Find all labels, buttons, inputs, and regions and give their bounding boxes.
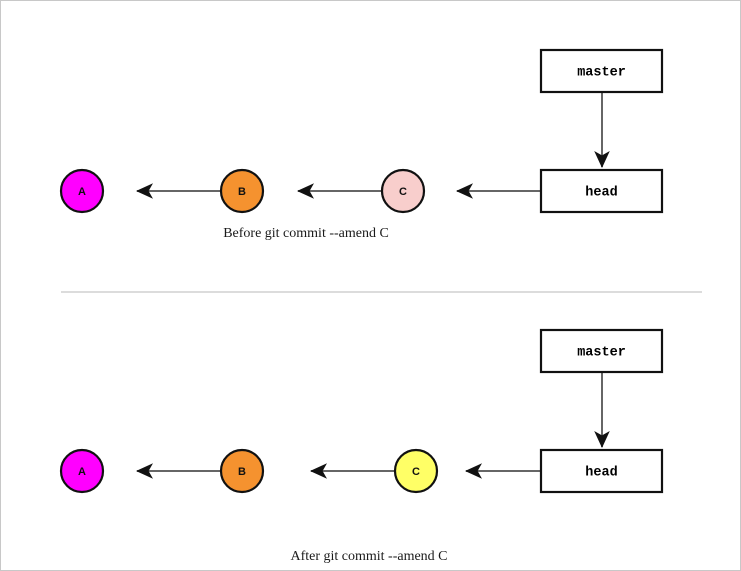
ref-box-head[interactable] bbox=[539, 168, 664, 214]
section-after: A B C master head After git commit --ame… bbox=[59, 328, 664, 564]
commit-node-c[interactable] bbox=[380, 168, 426, 214]
commit-node-c[interactable] bbox=[393, 448, 439, 494]
caption-before: Before git commit --amend C bbox=[223, 226, 389, 241]
ref-box-master[interactable] bbox=[539, 328, 664, 374]
caption-after: After git commit --amend C bbox=[290, 549, 447, 564]
commit-node-b-label: B bbox=[238, 186, 246, 198]
commit-node-b[interactable] bbox=[219, 448, 265, 494]
commit-node-a-label: A bbox=[78, 186, 86, 198]
commit-node-a-label: A bbox=[78, 466, 86, 478]
commit-node-b[interactable] bbox=[219, 168, 265, 214]
commit-node-a[interactable] bbox=[59, 448, 105, 494]
ref-box-head-label: head bbox=[585, 466, 617, 481]
ref-box-head[interactable] bbox=[539, 448, 664, 494]
commit-node-c-label: C bbox=[412, 466, 420, 478]
commit-node-c-label: C bbox=[399, 186, 407, 198]
commit-node-b-label: B bbox=[238, 466, 246, 478]
ref-box-master-label: master bbox=[577, 346, 626, 361]
ref-box-master[interactable] bbox=[539, 48, 664, 94]
section-before: A B C master head Before git commit --am… bbox=[59, 48, 664, 241]
ref-box-master-label: master bbox=[577, 66, 626, 81]
ref-box-head-label: head bbox=[585, 186, 617, 201]
commit-node-a[interactable] bbox=[59, 168, 105, 214]
